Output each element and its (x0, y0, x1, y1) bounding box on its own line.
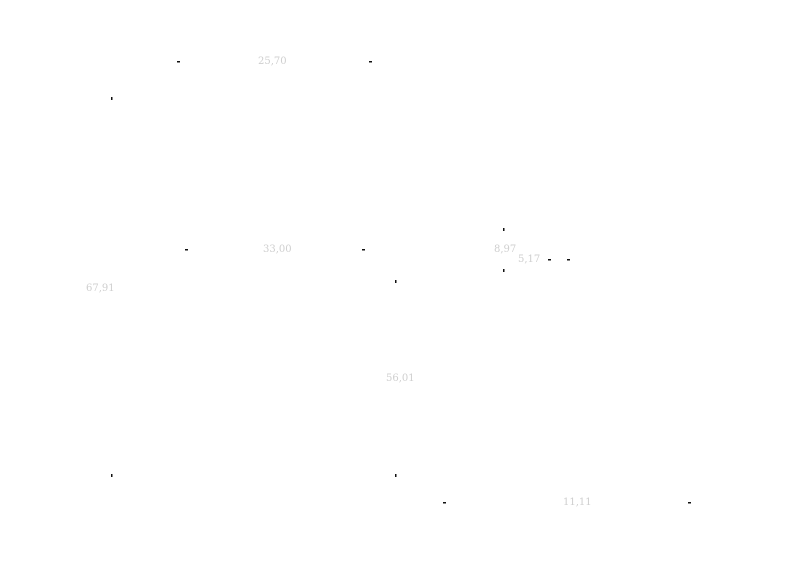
tick-mark (111, 97, 113, 100)
tick-mark (369, 61, 372, 63)
dimension-label-bottom: 11,11 (563, 497, 592, 508)
tick-mark (503, 269, 505, 272)
tick-mark (503, 228, 505, 231)
tick-mark (395, 474, 397, 477)
dimension-label-center: 56,01 (386, 373, 415, 384)
tick-mark (443, 502, 446, 504)
tick-mark (395, 280, 397, 283)
dimension-label-middle-left: 33,00 (263, 244, 292, 255)
tick-mark (548, 259, 551, 261)
tick-mark (688, 502, 691, 504)
dimension-label-top: 25,70 (258, 56, 287, 67)
dimension-label-left: 67,91 (86, 283, 115, 294)
dimension-label-middle-right: 8,97 (494, 244, 516, 255)
dimension-label-middle-right-small: 5,17 (518, 254, 540, 265)
tick-mark (111, 474, 113, 477)
tick-mark (567, 259, 570, 261)
tick-mark (177, 61, 180, 63)
tick-mark (185, 249, 188, 251)
tick-mark (362, 249, 365, 251)
